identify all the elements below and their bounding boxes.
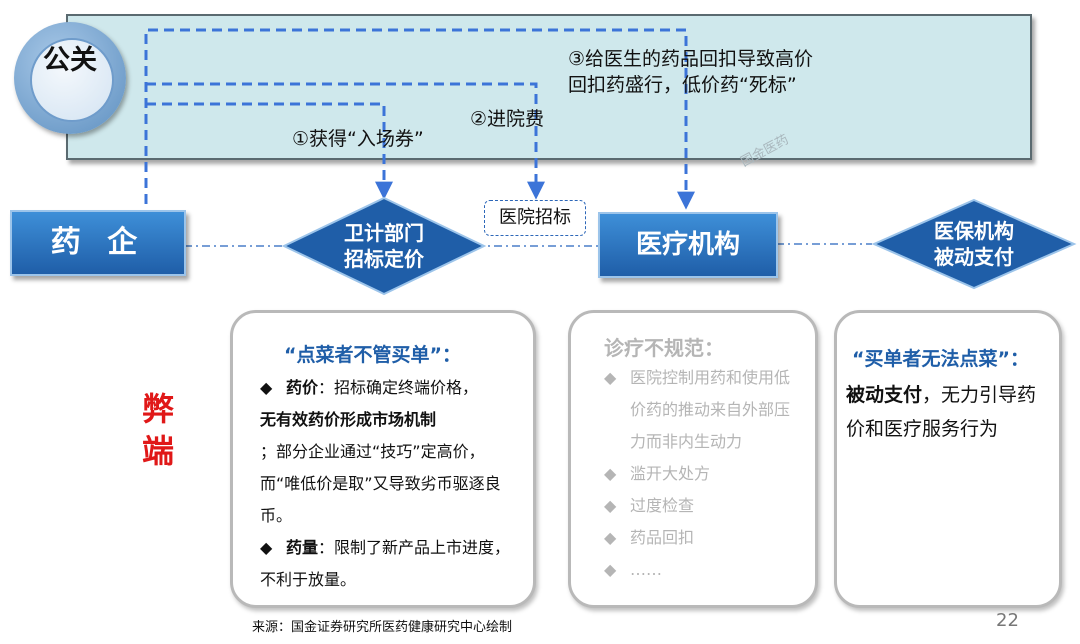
arrow-step3 (144, 28, 695, 210)
drawbacks-char2: 端 (141, 432, 174, 470)
hospital-tender-label: 医院招标 (484, 200, 586, 236)
volume-text: ：限制了新产品上市进度，不利于放量。 (260, 538, 511, 589)
health-dept-line1: 卫计部门 (344, 221, 424, 245)
list-item-text: …… (630, 560, 662, 579)
list-item-text: 过度检查 (630, 496, 695, 515)
list-item: ◆ 滥开大处方 (604, 458, 804, 490)
step3-line2: 回扣药盛行，低价药“死标” (568, 74, 797, 96)
public-relations-banner (66, 14, 1032, 160)
panel-left-body: ◆ 药价：招标确定终端价格， 无有效药价形成市场机制 ；部分企业通过“技巧”定高价，而… (260, 372, 522, 596)
insurance-diamond (871, 198, 1077, 290)
list-item-text: 医院控制用药和使用低价药的推动来自外部压力而非内生动力 (630, 368, 791, 451)
bullet-diamond-icon: ◆ (604, 560, 617, 579)
volume-label: 药量 (286, 538, 319, 557)
panel-right-body: 被动支付，无力引导药价和医疗服务行为 (846, 378, 1046, 446)
arrow-step2 (146, 82, 545, 200)
list-item: ◆ 过度检查 (604, 490, 804, 522)
bullet-diamond-icon: ◆ (604, 464, 617, 483)
list-item-text: 滥开大处方 (630, 464, 711, 483)
public-relations-inner-circle (30, 38, 114, 122)
health-dept-diamond (281, 196, 487, 296)
bullet-diamond-icon: ◆ (604, 368, 617, 387)
insurance-line2: 被动支付 (934, 245, 1014, 269)
step1-label: ①获得“入场券” (292, 128, 424, 150)
panel-left-title: “点菜者不管买单”： (284, 344, 461, 366)
health-dept-line2: 招标定价 (344, 247, 424, 271)
drawbacks-char1: 弊 (141, 390, 174, 428)
medical-institution-node: 医疗机构 (598, 212, 778, 278)
bullet-diamond-icon: ◆ (604, 528, 617, 547)
passive-pay-text: ，无力引导药价和医疗服务行为 (846, 384, 1037, 440)
price-label: 药价 (286, 378, 319, 397)
pharma-node: 药 企 (10, 210, 186, 276)
price-bold: 无有效药价形成市场机制 (260, 410, 437, 429)
list-item: ◆ 医院控制用药和使用低价药的推动来自外部压力而非内生动力 (604, 362, 804, 458)
panel-right-title: “买单者无法点菜”： (852, 348, 1029, 370)
insurance-text: 医保机构 被动支付 (894, 218, 1054, 270)
list-item: ◆ …… (604, 554, 804, 586)
public-relations-label: 公关 (43, 45, 97, 76)
insurance-line1: 医保机构 (934, 219, 1014, 243)
drawbacks-label: 弊 端 (138, 388, 178, 472)
source-note: 来源：国金证券研究所医药健康研究中心绘制 (252, 620, 513, 635)
passive-pay-bold: 被动支付 (846, 384, 923, 406)
list-item: ◆ 药品回扣 (604, 522, 804, 554)
bullet-diamond-icon: ◆ (260, 378, 273, 397)
step3-line1: ③给医生的药品回扣导致高价 (568, 48, 814, 70)
panel-right (834, 310, 1062, 608)
step2-label: ②进院费 (470, 108, 545, 130)
panel-left-bullet1: ◆ 药价：招标确定终端价格， 无有效药价形成市场机制 ；部分企业通过“技巧”定高价，而… (260, 372, 522, 532)
page-number: 22 (996, 610, 1019, 631)
bullet-diamond-icon: ◆ (604, 496, 617, 515)
price-text1: ：招标确定终端价格， (318, 378, 479, 397)
panel-mid-title: 诊疗不规范： (604, 336, 724, 360)
bullet-diamond-icon: ◆ (260, 538, 273, 557)
panel-mid-list: ◆ 医院控制用药和使用低价药的推动来自外部压力而非内生动力 ◆ 滥开大处方 ◆ 过度检… (604, 362, 804, 586)
price-text2: ；部分企业通过“技巧”定高价，而“唯低价是取”又导致劣币驱逐良币。 (260, 442, 501, 525)
panel-left (230, 310, 536, 608)
panel-left-bullet2: ◆ 药量：限制了新产品上市进度，不利于放量。 (260, 532, 522, 596)
health-dept-text: 卫计部门 招标定价 (300, 220, 468, 272)
list-item-text: 药品回扣 (630, 528, 695, 547)
panel-mid (568, 310, 818, 608)
